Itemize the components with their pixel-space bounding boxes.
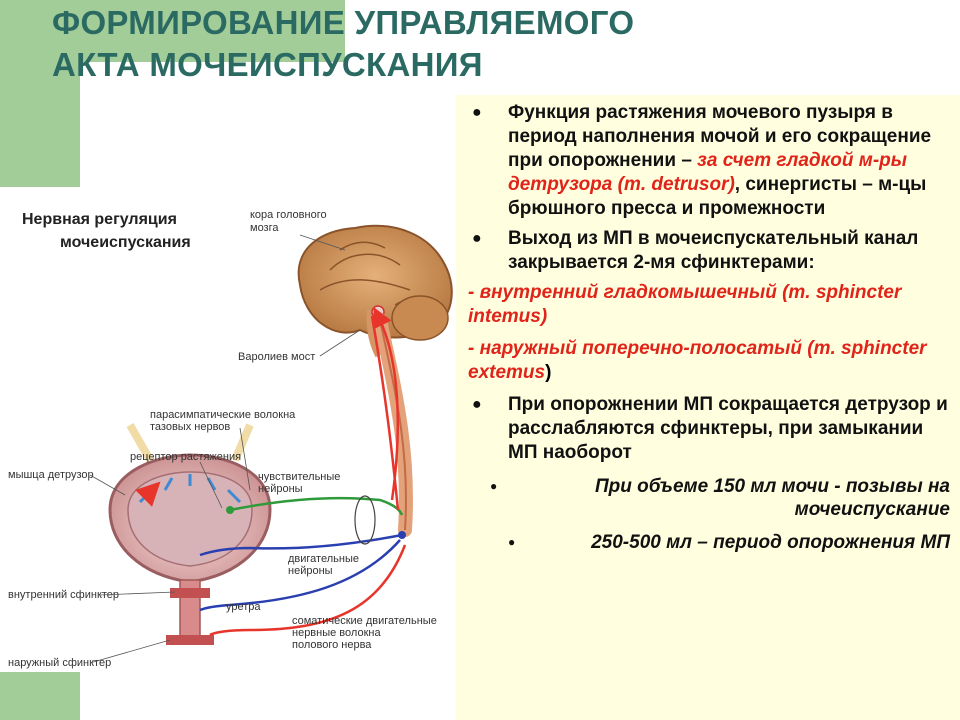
info-item-emptying: ● При опорожнении МП сокращается детрузо… bbox=[472, 394, 948, 463]
label-motor-1: двигательные bbox=[288, 553, 359, 565]
parasympathetic-nerve bbox=[199, 533, 403, 557]
bullet-icon: ● bbox=[472, 230, 482, 247]
diagram-heading-line1: Нервная регуляция bbox=[22, 211, 177, 228]
highlight-detrusor: за счет гладкой м-ры детрузора (m. detru… bbox=[508, 150, 907, 195]
label-sensory-1: чувствительные bbox=[258, 471, 340, 483]
bullet-icon: ● bbox=[490, 479, 498, 493]
info-item-inner-sphincter: - внутренний гладкомышечный (m. sphincte… bbox=[468, 282, 902, 327]
page-title-line2: АКТА МОЧЕИСПУСКАНИЯ bbox=[52, 46, 483, 83]
label-somatic-1: соматические двигательные bbox=[292, 615, 437, 627]
motor-nerve bbox=[199, 539, 401, 612]
label-sensory-2: нейроны bbox=[258, 483, 303, 495]
label-detrusor: мышца детрузор bbox=[8, 469, 94, 481]
diagram-heading-line2: мочеиспускания bbox=[60, 234, 191, 251]
page-title: ФОРМИРОВАНИЕ УПРАВЛЯЕМОГО АКТА МОЧЕИСПУС… bbox=[52, 2, 634, 86]
info-subitem-150ml: ● При объеме 150 мл мочи - позывы на моч… bbox=[490, 476, 950, 520]
bullet-icon: ● bbox=[472, 396, 482, 413]
info-item-sphincters: ● Выход из МП в мочеиспускательный канал… bbox=[472, 228, 919, 273]
label-parasymp-2: тазовых нервов bbox=[150, 421, 230, 433]
info-subitem-250ml: ● 250-500 мл – период опорожнения МП bbox=[508, 532, 950, 553]
label-cortex-1: кора головного bbox=[250, 209, 327, 221]
label-pons: Варолиев мост bbox=[238, 351, 315, 363]
info-item-detrusor: ● Функция растяжения мочевого пузыря в п… bbox=[472, 102, 932, 219]
descending-pathway bbox=[370, 315, 400, 511]
bullet-icon: ● bbox=[508, 535, 516, 549]
label-somatic-2: нервные волокна bbox=[292, 627, 381, 639]
bullet-icon: ● bbox=[472, 104, 482, 121]
brain-illustration bbox=[297, 224, 453, 358]
decor-green-block-top bbox=[80, 0, 345, 62]
page-title-line1: ФОРМИРОВАНИЕ УПРАВЛЯЕМОГО bbox=[52, 4, 635, 41]
label-somatic-3: полового нерва bbox=[292, 639, 372, 651]
label-outer-sphincter: наружный сфинктер bbox=[8, 657, 111, 669]
label-parasymp-1: парасимпатические волокна bbox=[150, 409, 296, 421]
label-receptor: рецептор растяжения bbox=[130, 451, 241, 463]
bladder-illustration bbox=[108, 453, 272, 645]
decor-green-block-left bbox=[0, 0, 80, 187]
decor-green-block-bottom bbox=[0, 672, 80, 720]
info-item-outer-sphincter: - наружный поперечно-полосатый (m. sphin… bbox=[468, 338, 927, 383]
label-inner-sphincter: внутренний сфинктер bbox=[8, 589, 119, 601]
label-urethra: уретра bbox=[226, 601, 261, 613]
label-motor-2: нейроны bbox=[288, 565, 333, 577]
info-panel: ● Функция растяжения мочевого пузыря в п… bbox=[456, 95, 960, 720]
nerve-regulation-diagram: Нервная регуляция мочеиспускания bbox=[8, 209, 453, 669]
somatic-nerve bbox=[209, 544, 407, 637]
label-cortex-2: мозга bbox=[250, 222, 279, 234]
